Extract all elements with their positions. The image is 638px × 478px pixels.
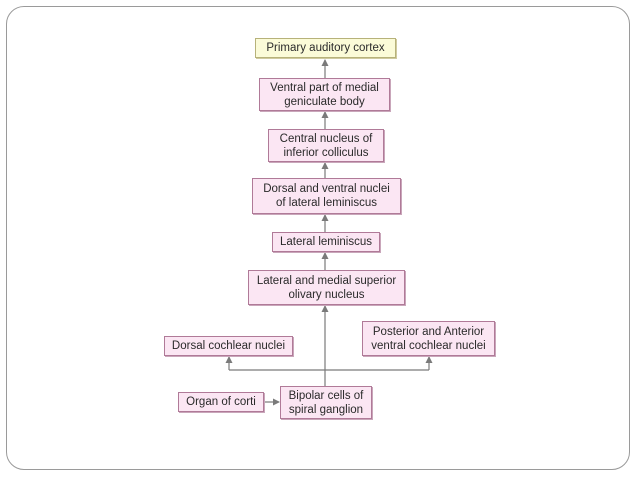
node-bipolar-cells: Bipolar cells of spiral ganglion bbox=[280, 386, 372, 419]
node-dorsal-cochlear: Dorsal cochlear nuclei bbox=[164, 336, 293, 356]
node-superior-olivary: Lateral and medial superior olivary nucl… bbox=[248, 270, 405, 305]
node-lateral-lemniscus-nuclei: Dorsal and ventral nuclei of lateral lem… bbox=[252, 178, 401, 214]
node-lateral-lemniscus: Lateral leminiscus bbox=[272, 232, 380, 252]
node-medial-geniculate: Ventral part of medial geniculate body bbox=[259, 78, 390, 111]
node-primary-auditory-cortex: Primary auditory cortex bbox=[255, 38, 396, 58]
node-ventral-cochlear: Posterior and Anterior ventral cochlear … bbox=[362, 321, 495, 356]
node-organ-of-corti: Organ of corti bbox=[178, 392, 264, 412]
node-inferior-colliculus: Central nucleus of inferior colliculus bbox=[268, 129, 384, 162]
